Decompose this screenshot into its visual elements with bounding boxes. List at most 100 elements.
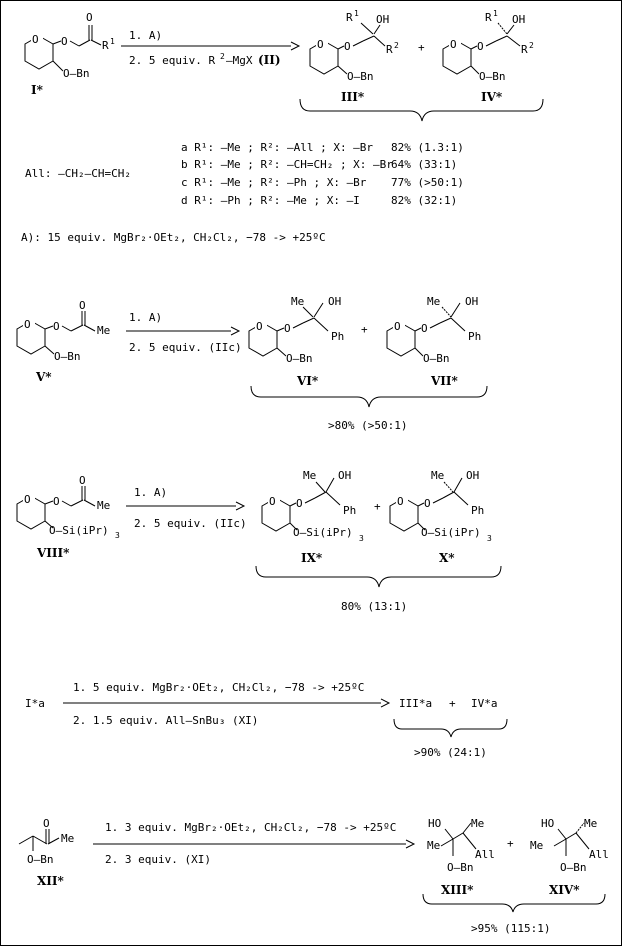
scheme5-plus: + xyxy=(507,837,514,850)
scheme1-step1: 1. A) xyxy=(129,29,162,42)
obn-label: O—Bn xyxy=(479,70,506,83)
ring-oxygen-label: O xyxy=(317,38,324,51)
r1-superscript: 1 xyxy=(354,9,359,18)
osi-subscript: 3 xyxy=(115,531,120,540)
compound-label-XIII: XIII* xyxy=(441,883,474,897)
methyl-label: Me xyxy=(303,469,316,482)
r1-superscript: 1 xyxy=(493,9,498,18)
methyl-label: Me xyxy=(427,295,440,308)
scheme1-step2: 2. 5 equiv. R xyxy=(129,54,215,67)
r1-superscript: 1 xyxy=(110,37,115,46)
scheme2-product1: O O Me OH Ph O—Bn VI* xyxy=(248,295,344,388)
hydroxyl-label: OH xyxy=(328,295,341,308)
compound-label-IX: IX* xyxy=(301,551,323,565)
ring-oxygen-label: O xyxy=(450,38,457,51)
compound-label-VIII: VIII* xyxy=(36,546,70,560)
hydroxyl-label: OH xyxy=(512,13,525,26)
r1-label: R xyxy=(485,11,492,24)
carbonyl-oxygen-label: O xyxy=(43,817,50,830)
scheme2-starting-material: O O O Me O—Bn V* xyxy=(16,299,110,384)
obn-label: O—Bn xyxy=(27,853,54,866)
methyl-label: Me xyxy=(427,839,440,852)
ring-oxygen-label: O xyxy=(256,320,263,333)
hydroxyl-label: OH xyxy=(465,295,478,308)
scheme1-brace xyxy=(299,98,544,122)
row-d-text: d R¹: —Ph ; R²: —Me ; X: —I xyxy=(181,194,360,207)
ring-oxygen-label: O xyxy=(394,320,401,333)
scheme1-step2-reagent: —MgX xyxy=(226,54,253,67)
r2-superscript: 2 xyxy=(394,41,399,50)
hydroxyl-label: OH xyxy=(338,469,351,482)
hydroxyl-label: OH xyxy=(376,13,389,26)
scheme2: O O O Me O—Bn V* 1. A) 2. 5 equiv. (IIc)… xyxy=(16,295,488,432)
methyl-label: Me xyxy=(97,499,110,512)
obn-label: O—Bn xyxy=(560,861,587,874)
phenyl-label: Ph xyxy=(331,330,344,343)
phenyl-label: Ph xyxy=(471,504,484,517)
scheme3-product1: O O Me OH Ph O—Si(iPr) 3 IX* xyxy=(261,469,364,565)
scheme4-brace xyxy=(393,718,508,738)
condition-a: A): 15 equiv. MgBr₂·OEt₂, CH₂Cl₂, −78 ->… xyxy=(21,231,326,244)
compound-label-IV: IV* xyxy=(481,90,503,104)
hydroxyl-label: OH xyxy=(466,469,479,482)
scheme3-plus: + xyxy=(374,500,381,513)
scheme1: O O O R 1 O—Bn I* 1. A) 2. 5 equiv. R 2 … xyxy=(21,9,544,244)
scheme5-product2: HO Me All Me O—Bn XIV* xyxy=(530,817,609,897)
allyl-label: All xyxy=(589,848,609,861)
scheme1-step2-ref: (II) xyxy=(258,53,281,67)
compound-label-III: III* xyxy=(341,90,365,104)
row-d-yield: 82% (32:1) xyxy=(391,194,457,207)
scheme1-product1: O O R 1 OH R 2 O—Bn III* xyxy=(309,9,399,104)
row-b-yield: 64% (33:1) xyxy=(391,158,457,171)
r2-label: R xyxy=(386,43,393,56)
row-c-text: c R¹: —Me ; R²: —Ph ; X: —Br xyxy=(181,176,367,189)
scheme3-starting-material: O O O Me O—Si(iPr) 3 VIII* xyxy=(16,474,120,560)
scheme4-step2: 2. 1.5 equiv. All—SnBu₃ (XI) xyxy=(73,714,258,727)
compound-label-I: I* xyxy=(31,83,44,97)
ether-oxygen-label: O xyxy=(477,40,484,53)
scheme2-step2: 2. 5 equiv. (IIc) xyxy=(129,341,242,354)
ether-oxygen-label: O xyxy=(284,322,291,335)
r2-label: R xyxy=(521,43,528,56)
methyl-label: Me xyxy=(584,817,597,830)
scheme3-result: 80% (13:1) xyxy=(341,600,407,613)
scheme5-step2: 2. 3 equiv. (XI) xyxy=(105,853,211,866)
obn-label: O—Bn xyxy=(54,350,81,363)
phenyl-label: Ph xyxy=(468,330,481,343)
allyl-definition: All: —CH₂—CH=CH₂ xyxy=(25,167,131,180)
osi-label: O—Si(iPr) xyxy=(421,526,481,539)
carbonyl-oxygen-label: O xyxy=(79,474,86,487)
phenyl-label: Ph xyxy=(343,504,356,517)
ether-oxygen-label: O xyxy=(424,497,431,510)
r2-superscript: 2 xyxy=(529,41,534,50)
scheme2-plus: + xyxy=(361,323,368,336)
obn-label: O—Bn xyxy=(447,861,474,874)
obn-label: O—Bn xyxy=(63,67,90,80)
scheme3-brace xyxy=(255,565,502,588)
scheme2-brace xyxy=(250,385,488,408)
obn-label: O—Bn xyxy=(423,352,450,365)
r1-label: R xyxy=(102,39,109,52)
scheme1-arrowhead xyxy=(290,41,301,51)
hydroxyl-label: HO xyxy=(428,817,441,830)
scheme5: O Me O—Bn XII* 1. 3 equiv. MgBr₂·OEt₂, C… xyxy=(18,817,609,935)
ring-oxygen-label: O xyxy=(24,318,31,331)
scheme4-product1: III*a xyxy=(399,697,432,710)
scheme5-step1: 1. 3 equiv. MgBr₂·OEt₂, CH₂Cl₂, −78 -> +… xyxy=(105,821,396,834)
methyl-label: Me xyxy=(530,839,543,852)
allyl-label: All xyxy=(475,848,495,861)
compound-label-VI: VI* xyxy=(296,374,319,388)
r1-label: R xyxy=(346,11,353,24)
scheme4-start: I*a xyxy=(25,697,45,710)
compound-label-XIV: XIV* xyxy=(549,883,580,897)
scheme5-brace xyxy=(422,893,606,913)
scheme2-product2: O O Me OH Ph O—Bn VII* xyxy=(386,295,481,388)
row-b-text: b R¹: —Me ; R²: —CH=CH₂ ; X: —Br xyxy=(181,158,393,171)
ring-oxygen-label: O xyxy=(397,495,404,508)
methyl-label: Me xyxy=(431,469,444,482)
scheme3-step2: 2. 5 equiv. (IIc) xyxy=(134,517,247,530)
obn-label: O—Bn xyxy=(347,70,374,83)
row-a-text: a R¹: —Me ; R²: —All ; X: —Br xyxy=(181,141,373,154)
ether-oxygen-label: O xyxy=(344,40,351,53)
